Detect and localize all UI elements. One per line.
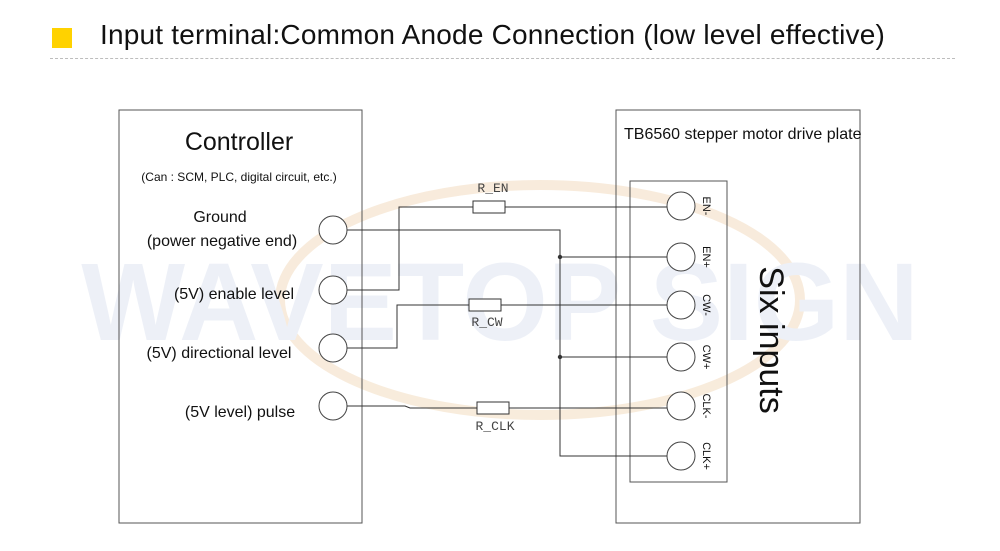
direction-wire-a [347,304,469,349]
page-header: Input terminal:Common Anode Connection (… [0,0,1000,62]
header-accent-square [52,28,72,48]
directional-level-label: (5V) directional level [147,345,292,362]
cw-plus-terminal [666,342,696,372]
en-minus-label: EN- [700,197,712,216]
ground-terminal [318,215,348,245]
pulse-terminal [318,391,348,421]
controller-title: Controller [185,128,293,156]
resistor-clk [476,401,510,415]
clk-plus-terminal [666,441,696,471]
en-minus-terminal [666,191,696,221]
page-title: Input terminal:Common Anode Connection (… [100,19,885,50]
terminal-block [629,180,728,483]
controller-box [118,109,363,524]
ground-common-wire [347,229,667,457]
cw-minus-label: CW- [700,294,712,316]
driver-box [615,109,861,524]
watermark-ring [275,180,805,420]
controller-subtitle: (Can : SCM, PLC, digital circuit, etc.) [141,170,336,184]
clk-minus-terminal [666,391,696,421]
cw-plus-label: CW+ [700,345,712,370]
driver-terminals [666,191,696,471]
pulse-label: (5V level) pulse [185,404,295,421]
enable-level-label: (5V) enable level [174,286,294,303]
wires [347,206,667,457]
header-divider [50,58,955,59]
six-inputs-label: Six inputs [752,266,790,413]
resistor-cw-label: R_CW [471,315,502,330]
enable-terminal [318,275,348,305]
enable-wire-a [347,206,473,291]
resistor-cw [468,298,502,312]
resistor-en-label: R_EN [477,181,508,196]
en-plus-label: EN+ [700,246,712,268]
en-plus-terminal [666,242,696,272]
resistor-clk-label: R_CLK [475,419,514,434]
clk-plus-label: CLK+ [700,442,712,470]
cw-minus-terminal [666,290,696,320]
resistor-en [472,200,506,214]
direction-terminal [318,333,348,363]
ground-label: Ground [193,209,246,226]
junction-dot [557,254,563,260]
driver-title: TB6560 stepper motor drive plate [624,126,862,143]
junction-dot [557,354,563,360]
pulse-wire-a [347,405,477,409]
clk-minus-label: CLK- [700,393,712,418]
ground-sublabel: (power negative end) [147,233,297,250]
junctions [557,254,563,360]
